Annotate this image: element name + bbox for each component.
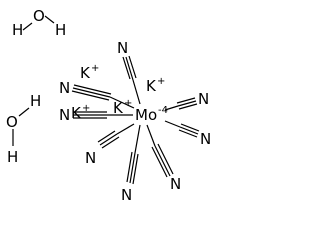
oh-bond [18, 107, 30, 117]
hydrogen-atom: H [55, 21, 66, 39]
svg-text:K: K [113, 99, 124, 117]
cyanide-ligand: N [146, 124, 181, 193]
structure-svg: H O H O H H K + K + K + K + Mo -4 N [6, 7, 211, 204]
svg-text:-4: -4 [158, 105, 168, 116]
hydrogen-atom: H [12, 21, 23, 39]
potassium-ion: K + [71, 103, 90, 122]
water-molecule-2: O H H [6, 92, 41, 166]
svg-text:K: K [146, 77, 157, 95]
cyanide-ligand: N [117, 39, 141, 105]
oh-bond [22, 22, 33, 31]
molecule-diagram: H O H O H H K + K + K + K + Mo -4 N [6, 7, 211, 204]
nitrogen-atom: N [198, 90, 209, 108]
hydrogen-atom: H [7, 148, 18, 166]
cyanide-ligand: N [164, 120, 211, 148]
nitrogen-atom: N [59, 106, 70, 124]
cyanide-ligand: N [164, 90, 209, 111]
svg-text:+: + [124, 98, 132, 109]
water-molecule-1: H O H [12, 7, 66, 39]
cyanide-ligand: N [59, 79, 135, 109]
nitrogen-atom: N [59, 79, 70, 97]
nitrogen-atom: N [121, 186, 132, 204]
svg-text:K: K [80, 64, 91, 82]
hydrogen-atom: H [30, 92, 41, 110]
potassium-ion: K + [80, 63, 99, 82]
oh-bond [44, 15, 55, 24]
svg-text:+: + [91, 63, 99, 74]
nitrogen-atom: N [170, 175, 181, 193]
nitrogen-atom: N [200, 130, 211, 148]
svg-text:Mo: Mo [135, 106, 157, 124]
oxygen-atom: O [33, 7, 45, 25]
nitrogen-atom: N [117, 39, 128, 57]
nitrogen-atom: N [85, 149, 96, 167]
cyanide-ligand: N [59, 106, 133, 124]
svg-text:K: K [71, 104, 82, 122]
potassium-ion: K + [146, 76, 165, 95]
cyanide-ligand: N [121, 124, 141, 204]
svg-text:+: + [82, 103, 90, 114]
oxygen-atom: O [6, 113, 18, 131]
potassium-ion: K + [113, 98, 132, 117]
molybdenum-center: Mo -4 [135, 105, 168, 124]
cyanide-ligand: N [85, 123, 135, 167]
svg-text:+: + [157, 76, 165, 87]
